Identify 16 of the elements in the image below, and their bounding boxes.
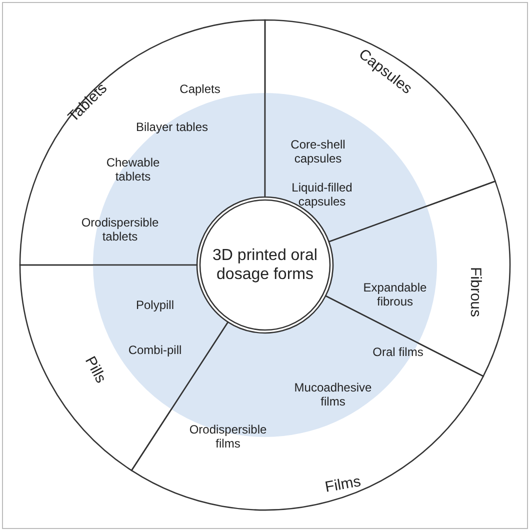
category-label: Fibrous	[466, 266, 484, 318]
item-label: Core-shell capsules	[273, 138, 363, 166]
item-label: Oral films	[353, 344, 443, 360]
center-label: 3D printed oral dosage forms	[212, 246, 318, 284]
item-label: Orodispersible tablets	[70, 216, 170, 244]
item-label: Bilayer tables	[117, 120, 227, 134]
category-label: Films	[324, 473, 362, 497]
category-label: Pills	[80, 354, 110, 386]
item-label: Expandable fibrous	[355, 280, 435, 310]
item-label: Mucoadhesive films	[283, 380, 383, 410]
item-label: Polypill	[115, 298, 195, 312]
item-label: Combi-pill	[115, 342, 195, 358]
item-label: Orodispersible films	[178, 422, 278, 452]
item-label: Caplets	[160, 82, 240, 96]
item-label: Chewable tablets	[93, 156, 173, 184]
item-label: Liquid-filled capsules	[277, 180, 367, 210]
